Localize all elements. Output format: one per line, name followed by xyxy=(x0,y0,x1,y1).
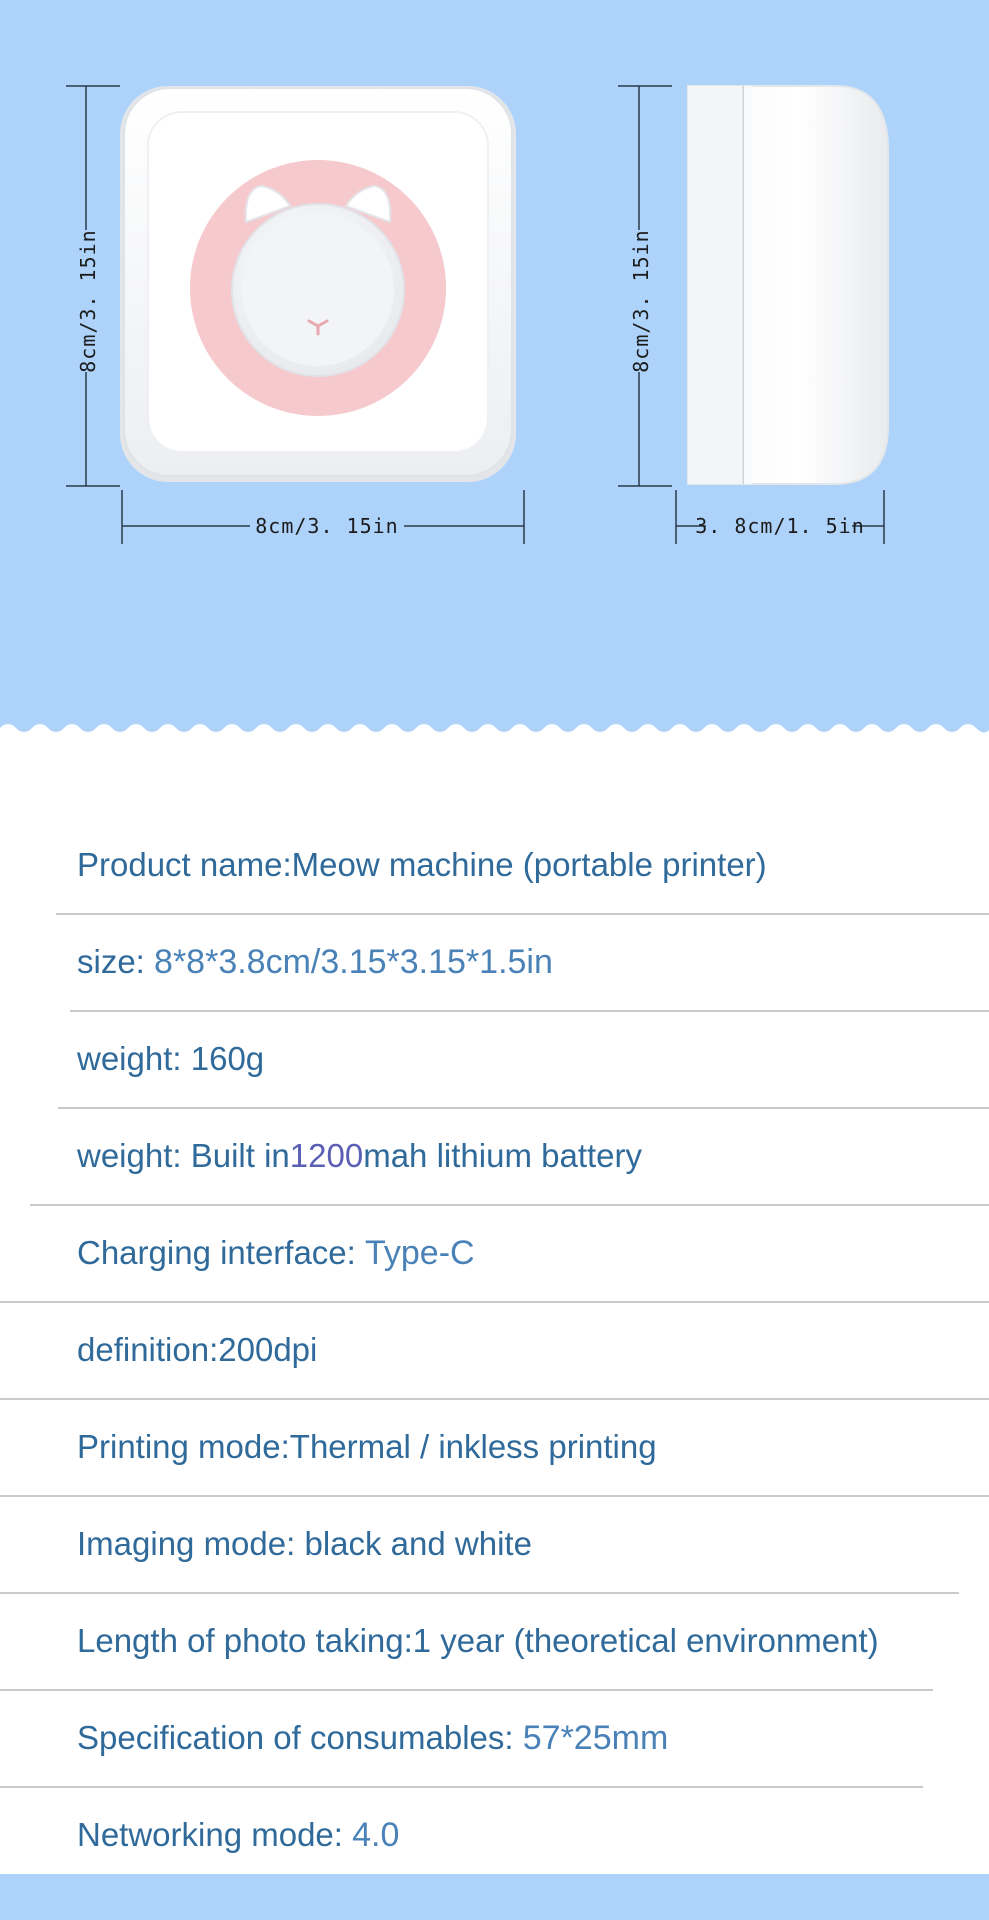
divider xyxy=(30,1204,989,1206)
divider xyxy=(0,1495,989,1497)
spec-key: Product name: xyxy=(77,846,292,883)
divider xyxy=(0,1398,989,1400)
spec-value: 4.0 xyxy=(352,1816,400,1854)
spec-row-photo-length: Length of photo taking:1 year (theoretic… xyxy=(0,1596,989,1693)
spec-row-charging: Charging interface: Type-C xyxy=(0,1208,989,1305)
spec-row-weight: weight: 160g xyxy=(0,1014,989,1111)
bottom-strip xyxy=(0,1874,989,1920)
printer-side-view xyxy=(687,85,889,485)
spec-row-size: size: 8*8*3.8cm/3.15*3.15*1.5in xyxy=(0,917,989,1014)
divider xyxy=(0,1301,989,1303)
spec-key: Charging interface: xyxy=(77,1234,365,1271)
front-height-dimension xyxy=(66,85,120,487)
divider xyxy=(56,913,989,915)
product-dimensions-panel: 8cm/3. 15in 8cm/3. 15in 8cm/3. 15in 3. 8… xyxy=(0,0,989,735)
spec-value: Type-C xyxy=(365,1234,475,1272)
spec-key: Printing mode: xyxy=(77,1428,290,1465)
spec-value-post: mah lithium battery xyxy=(363,1137,642,1174)
logo-mark-icon xyxy=(307,319,329,336)
spec-row-product-name: Product name:Meow machine (portable prin… xyxy=(0,820,989,917)
spec-key: size: xyxy=(77,943,155,980)
spec-row-consumables: Specification of consumables: 57*25mm xyxy=(0,1693,989,1790)
spec-value: 200dpi xyxy=(218,1331,318,1368)
spec-key: definition: xyxy=(77,1331,219,1368)
spec-key: weight: xyxy=(77,1040,191,1077)
spec-value-pre: Built in xyxy=(190,1137,290,1174)
side-depth-dimension xyxy=(675,490,885,544)
front-width-dimension xyxy=(121,490,525,544)
spec-row-definition: definition:200dpi xyxy=(0,1305,989,1402)
divider xyxy=(0,1786,923,1788)
spec-row-printing-mode: Printing mode:Thermal / inkless printing xyxy=(0,1402,989,1499)
divider xyxy=(58,1107,989,1109)
spec-value: 8*8*3.8cm/3.15*3.15*1.5in xyxy=(154,943,553,981)
side-height-label: 8cm/3. 15in xyxy=(629,229,653,372)
divider xyxy=(70,1010,989,1012)
front-height-label: 8cm/3. 15in xyxy=(76,229,100,372)
spec-key: Specification of consumables: xyxy=(77,1719,523,1756)
scalloped-edge xyxy=(0,724,989,735)
spec-value: Meow machine (portable printer) xyxy=(291,846,767,883)
divider xyxy=(0,1592,959,1594)
side-depth-label: 3. 8cm/1. 5in xyxy=(695,514,865,538)
divider xyxy=(0,1689,933,1691)
spec-row-imaging-mode: Imaging mode: black and white xyxy=(0,1499,989,1596)
spec-value: black and white xyxy=(304,1525,532,1562)
spec-value: 57*25mm xyxy=(522,1719,669,1757)
spec-value: Thermal / inkless printing xyxy=(289,1428,657,1465)
spec-key: Length of photo taking: xyxy=(77,1622,413,1659)
spec-row-networking: Networking mode: 4.0 xyxy=(0,1790,989,1887)
dimension-diagram: 8cm/3. 15in 8cm/3. 15in 8cm/3. 15in 3. 8… xyxy=(0,85,989,735)
spec-value-number: 1200 xyxy=(289,1137,364,1174)
spec-value: 1 year (theoretical environment) xyxy=(412,1622,879,1659)
front-width-label: 8cm/3. 15in xyxy=(255,514,398,538)
spec-key: Networking mode: xyxy=(77,1816,353,1853)
side-height-dimension xyxy=(618,85,672,487)
spec-key: Imaging mode: xyxy=(77,1525,305,1562)
spec-row-battery: weight: Built in1200mah lithium battery xyxy=(0,1111,989,1208)
spec-key: weight: xyxy=(77,1137,191,1174)
spec-value: 160g xyxy=(190,1040,265,1077)
printer-front-view xyxy=(120,86,516,482)
